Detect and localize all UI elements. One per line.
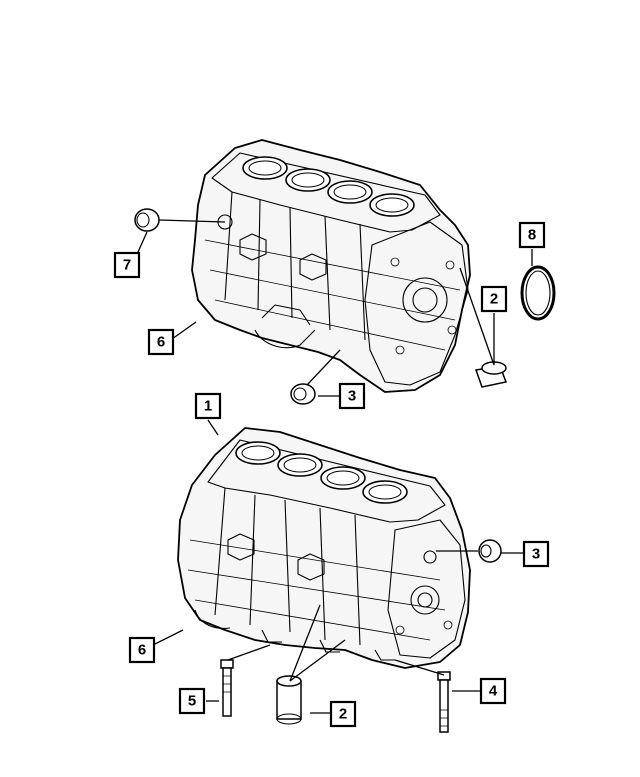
leader-lines — [137, 219, 533, 714]
callout-2-top: 2 — [480, 285, 508, 313]
callout-6-bottom-label: 6 — [138, 642, 146, 659]
callout-2-top-label: 2 — [490, 291, 498, 308]
callout-5: 5 — [178, 687, 206, 715]
callout-1: 1 — [194, 392, 222, 420]
callout-3-top: 3 — [338, 382, 366, 410]
callout-6-bottom: 6 — [128, 636, 156, 664]
callout-8-label: 8 — [528, 227, 536, 244]
bolt-4 — [437, 671, 451, 733]
callout-6-top-label: 6 — [157, 334, 165, 351]
dowel-2-bottom — [276, 675, 302, 725]
dowel-2-top — [474, 361, 508, 388]
callout-7-label: 7 — [123, 257, 131, 274]
plug-3-bottom — [478, 539, 502, 563]
callout-2-bottom: 2 — [329, 700, 357, 728]
callout-8: 8 — [518, 221, 546, 249]
callout-4-label: 4 — [489, 683, 498, 700]
lower-engine-block — [177, 427, 471, 669]
callout-4: 4 — [479, 677, 507, 705]
cup-plug-7 — [134, 208, 160, 232]
bolt-5 — [220, 659, 234, 717]
callout-3-top-label: 3 — [348, 388, 356, 405]
plug-3-top — [290, 383, 316, 405]
seal-ring-8 — [520, 265, 556, 321]
callout-3-bottom-label: 3 — [532, 546, 540, 563]
upper-engine-block — [191, 139, 471, 393]
callout-7: 7 — [113, 251, 141, 279]
callout-3-bottom: 3 — [522, 540, 550, 568]
callout-6-top: 6 — [147, 328, 175, 356]
callout-5-label: 5 — [188, 693, 196, 710]
callout-1-label: 1 — [204, 398, 212, 415]
callout-2-bottom-label: 2 — [339, 706, 347, 723]
